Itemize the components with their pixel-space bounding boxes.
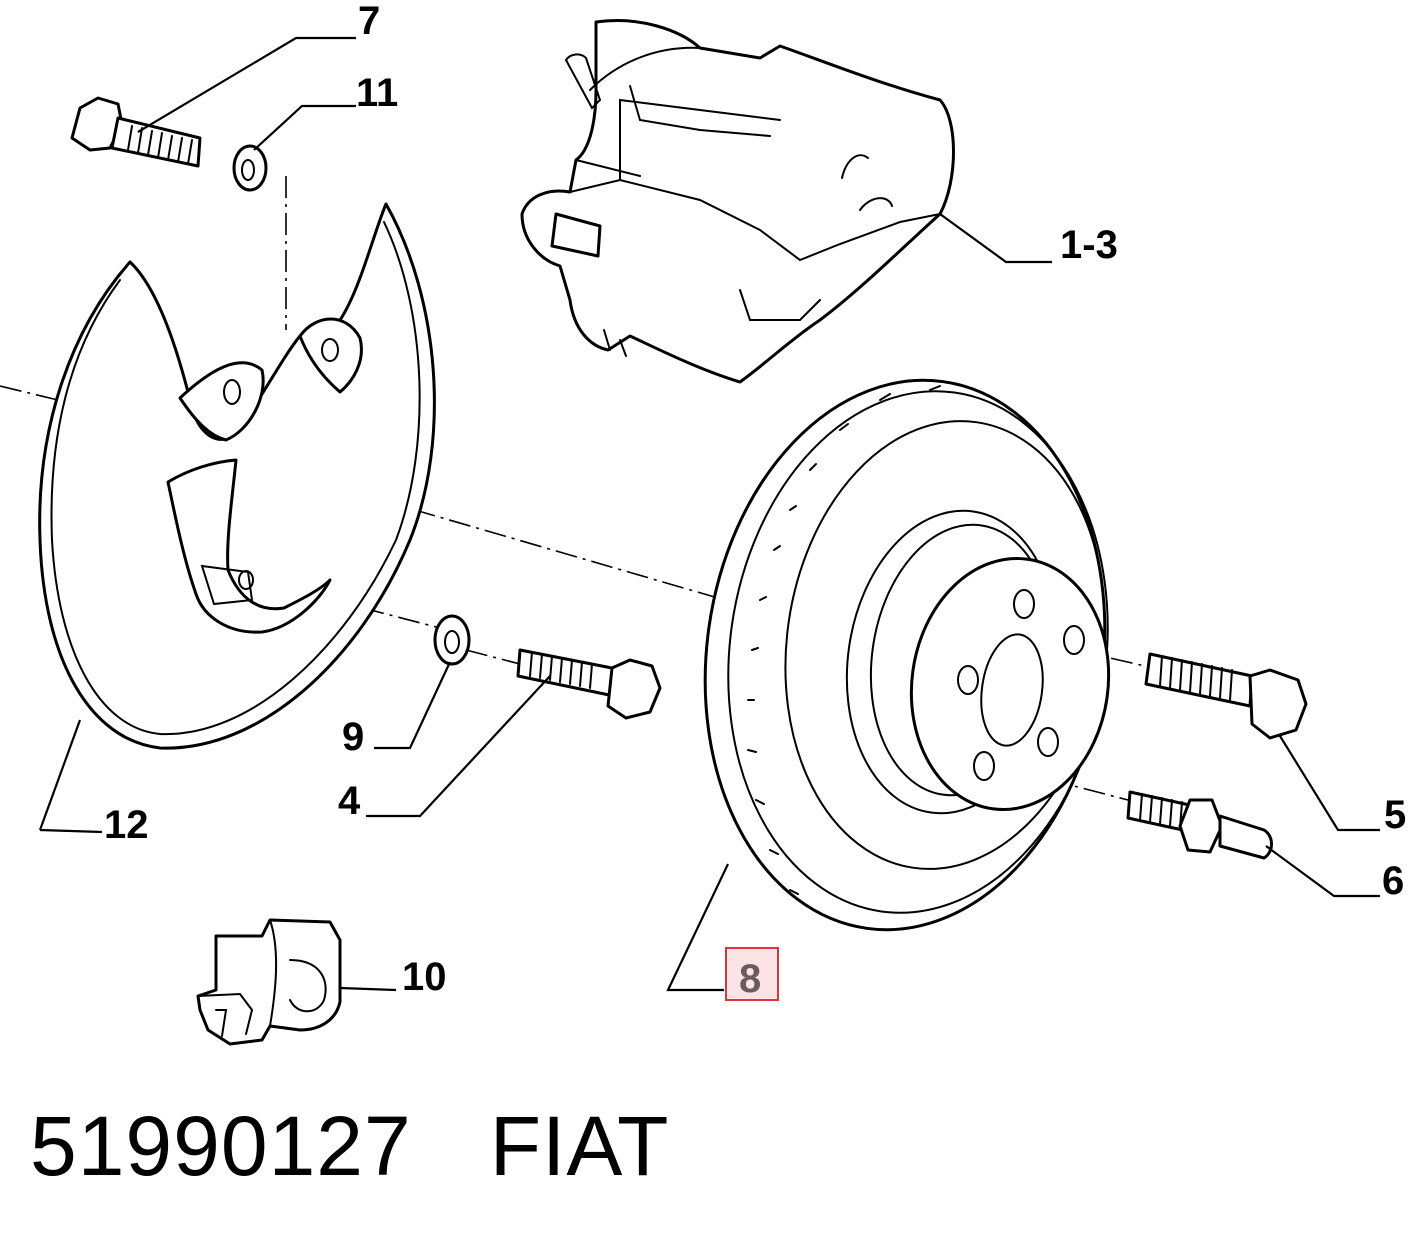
callout-10: 10: [402, 955, 447, 999]
disc-vent-slots: [747, 385, 941, 895]
callout-9: 9: [342, 715, 364, 759]
bolt-part-4: [516, 648, 662, 720]
callout-8-highlight: [725, 947, 779, 1001]
clip-part-10: [196, 918, 342, 1046]
callout-7: 7: [358, 0, 380, 43]
callout-1-3: 1-3: [1060, 223, 1118, 267]
callout-labels: 7 11 1-3 9 4 12 5 6 10 8: [104, 0, 1406, 1001]
callout-8: 8: [739, 957, 761, 1001]
brake-caliper-part-1-3: [520, 19, 955, 384]
callout-5: 5: [1384, 793, 1406, 837]
stud-part-6: [1126, 790, 1273, 860]
hub-bolt-holes: [957, 589, 1085, 781]
leader-lines: [38, 36, 1380, 992]
callout-6: 6: [1382, 859, 1404, 903]
brake-disc-part-8: [703, 378, 1111, 932]
washer-part-9: [433, 614, 471, 666]
wheel-bolt-part-5: [1144, 652, 1308, 740]
part-caption: 51990127 FIAT: [30, 1098, 670, 1195]
callout-12: 12: [104, 803, 149, 847]
washer-part-11: [232, 144, 268, 192]
part-number: 51990127: [30, 1099, 412, 1193]
bolt-part-7: [70, 96, 202, 168]
splash-shield-part-12: [38, 202, 436, 750]
callout-11: 11: [356, 71, 398, 115]
brand-name: FIAT: [489, 1099, 670, 1193]
callout-4: 4: [338, 779, 361, 823]
